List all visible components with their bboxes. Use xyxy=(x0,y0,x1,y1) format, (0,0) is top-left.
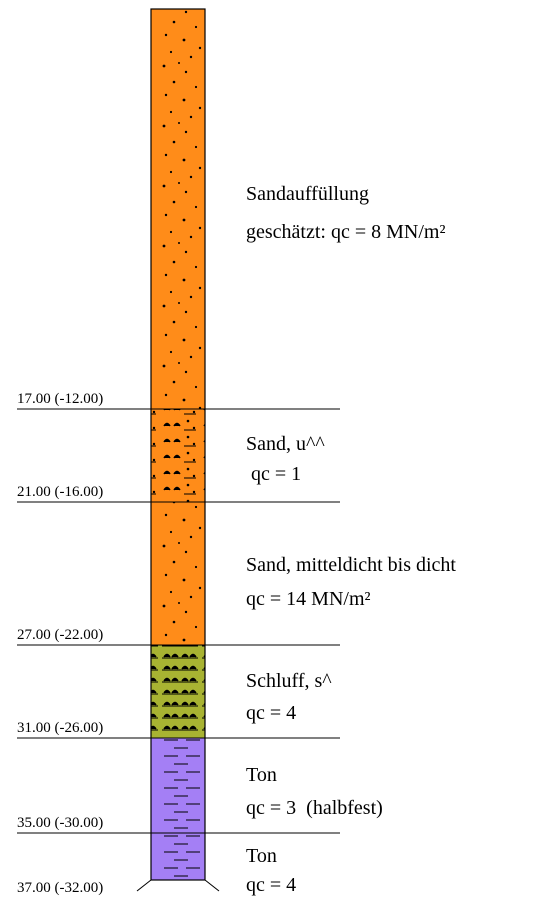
layer-description: Ton xyxy=(246,764,277,786)
depth-label: 27.00 (-22.00) xyxy=(17,627,103,643)
layer-pattern-schluff xyxy=(151,645,205,738)
depth-label: 21.00 (-16.00) xyxy=(17,484,103,500)
layer-pattern-sand-dense xyxy=(151,502,205,645)
layer-description: Ton xyxy=(246,845,277,867)
borehole-column-outline xyxy=(150,8,206,881)
layer-description: Sandauffüllung xyxy=(246,183,369,205)
depth-label: 35.00 (-30.00) xyxy=(17,815,103,831)
depth-label: 17.00 (-12.00) xyxy=(17,391,103,407)
bottom-slant-left xyxy=(136,879,152,892)
layer-description: qc = 4 xyxy=(246,874,296,896)
layer-description: qc = 1 xyxy=(246,463,301,485)
layer-description: geschätzt: qc = 8 MN/m² xyxy=(246,221,445,243)
depth-label: 37.00 (-32.00) xyxy=(17,880,103,896)
layer-pattern-sandauffuellung xyxy=(151,9,205,409)
bottom-slant-right xyxy=(204,879,220,892)
layer-pattern-ton-1 xyxy=(151,738,205,833)
layer-description: Sand, u^^ xyxy=(246,433,325,455)
layer-description: Sand, mitteldicht bis dicht xyxy=(246,554,456,576)
layer-description: qc = 3 (halbfest) xyxy=(246,797,383,819)
layer-description: qc = 4 xyxy=(246,702,296,724)
layer-description: qc = 14 MN/m² xyxy=(246,588,371,610)
layer-pattern-sand-silty xyxy=(151,409,205,502)
layer-description: Schluff, s^ xyxy=(246,670,332,692)
depth-label: 31.00 (-26.00) xyxy=(17,720,103,736)
layer-pattern-ton-2 xyxy=(151,833,205,880)
